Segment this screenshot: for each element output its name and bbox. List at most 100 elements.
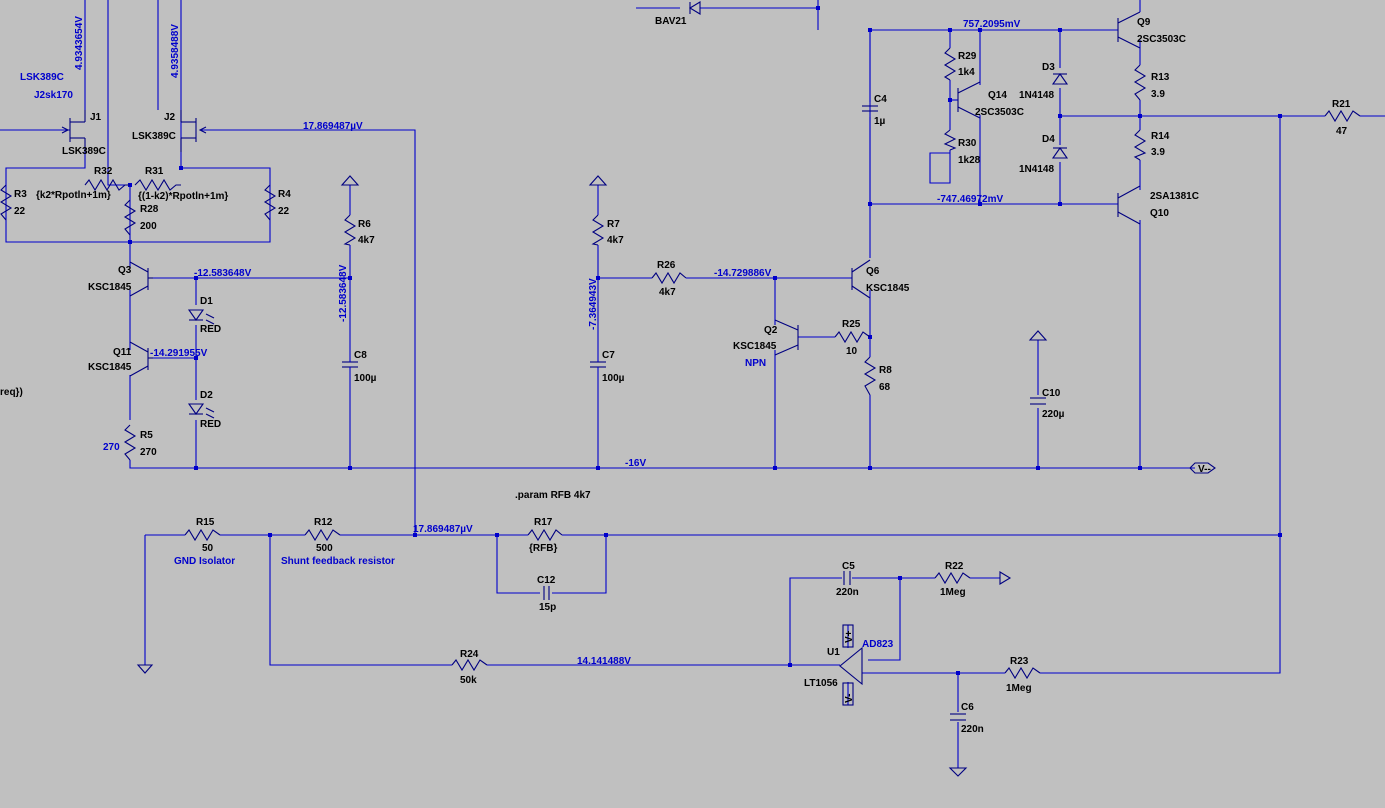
r6-name: R6 [358,219,371,230]
r31-value: {(1-k2)*Rpotln+1m} [138,191,228,202]
d4-name: D4 [1042,134,1055,145]
q2-name: Q2 [764,325,778,336]
d2-name: D2 [200,390,213,401]
r30-symbol [943,129,957,151]
d3-name: D3 [1042,62,1055,73]
c10-symbol [1030,397,1046,405]
q14-name: Q14 [988,90,1007,101]
spice-directive[interactable]: .param RFB 4k7 [515,490,591,501]
d1-value: RED [200,324,221,335]
r15-value: 50 [202,543,214,554]
j2-name: J2 [164,112,176,123]
r25-name: R25 [842,319,861,330]
r6-value: 4k7 [358,235,375,246]
q9-name: Q9 [1137,17,1151,28]
d3-symbol [1051,73,1069,85]
r32-value: {k2*Rpotln+1m} [36,190,111,201]
r31-name: R31 [145,166,164,177]
c12-value: 15p [539,602,556,613]
q3-value: KSC1845 [88,282,132,293]
c10-value: 220µ [1042,409,1065,420]
r5-symbol [123,424,137,461]
supply-symbols [136,175,1216,777]
d2-value: RED [200,419,221,430]
r23-value: 1Meg [1006,683,1032,694]
r5-value: 270 [140,447,157,458]
c7-name: C7 [602,350,615,361]
q14-value: 2SC3503C [975,107,1024,118]
r22-symbol [934,571,971,585]
c12-name: C12 [537,575,556,586]
r17-name: R17 [534,517,553,528]
r6-symbol [343,214,357,246]
r14-name: R14 [1151,131,1170,142]
d2-symbol [187,403,215,419]
r28-name: R28 [140,204,159,215]
r23-name: R23 [1010,656,1029,667]
diodes [187,1,1069,419]
q3-name: Q3 [118,265,132,276]
r31-symbol [134,178,181,192]
c6-symbol [950,713,966,721]
q2-symbol [774,319,799,356]
r28-value: 200 [140,221,157,232]
r24-symbol [451,658,488,672]
c7-value: 100µ [602,373,625,384]
net-label-c7v: -7.364943V [588,278,599,330]
u1-value: LT1056 [804,678,838,689]
q2-type: NPN [745,358,766,369]
q6-value: KSC1845 [866,283,910,294]
q14-symbol [957,81,981,119]
r22-value: 1Meg [940,587,966,598]
r28-symbol [123,199,137,236]
r7-value: 4k7 [607,235,624,246]
v-minus-flag [1189,462,1216,474]
c7-symbol [590,355,606,370]
r13-value: 3.9 [1151,89,1165,100]
q11-symbol [129,341,153,377]
wires [0,0,1385,768]
r22-name: R22 [945,561,964,572]
c8-value: 100µ [354,373,377,384]
q6-symbol [851,259,871,299]
c10-name: C10 [1042,388,1061,399]
r3-symbol [0,184,13,221]
r12-symbol [304,528,341,542]
r26-value: 4k7 [659,287,676,298]
r14-value: 3.9 [1151,147,1165,158]
r7-symbol [591,214,605,246]
q9-value: 2SC3503C [1137,34,1186,45]
r8-symbol [863,356,877,396]
r15-note: GND Isolator [174,556,235,567]
ground-icon [948,767,968,777]
net-label-vbot: -747.46972mV [937,194,1003,205]
r21-value: 47 [1336,126,1348,137]
net-label-gate: 17.869487µV [303,121,363,132]
r21-symbol [1324,109,1361,123]
r29-symbol [943,47,957,81]
r4-value: 22 [278,206,290,217]
r13-name: R13 [1151,72,1170,83]
r12-value: 500 [316,543,333,554]
r3-value: 22 [14,206,26,217]
supply-arrow-icon [588,175,608,186]
u1-name: U1 [827,647,840,658]
net-label-r5note: 270 [103,442,120,453]
r5-name: R5 [140,430,153,441]
d3-value: 1N4148 [1019,90,1054,101]
j1-symbol [61,110,86,152]
q3-symbol [129,261,153,297]
net-label-v1: 4.9343654V [74,16,85,70]
c5-symbol [843,571,851,585]
c5-name: C5 [842,561,855,572]
q10-name: Q10 [1150,208,1169,219]
ground-icon [136,664,154,674]
r29-value: 1k4 [958,67,975,78]
r30-name: R30 [958,138,977,149]
net-label-v2: 4.9358488V [170,24,181,78]
j1-value: LSK389C [62,146,106,157]
net-label-q3b: -12.583648V [194,268,252,279]
d4-value: 1N4148 [1019,164,1054,175]
r17-value: {RFB} [529,543,557,554]
